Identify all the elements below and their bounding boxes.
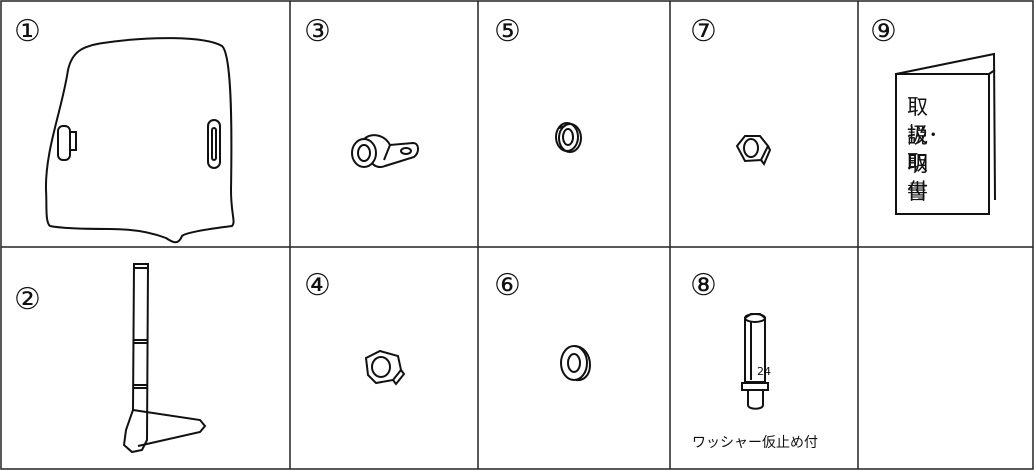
part-caption-8: ワッシャー仮止め付 [692,432,818,452]
empty-cell [858,247,1034,470]
collar-stamp: 24 [757,365,771,378]
manual-booklet-icon [0,0,1034,247]
booklet-title-line2: 説明書 [907,122,928,206]
